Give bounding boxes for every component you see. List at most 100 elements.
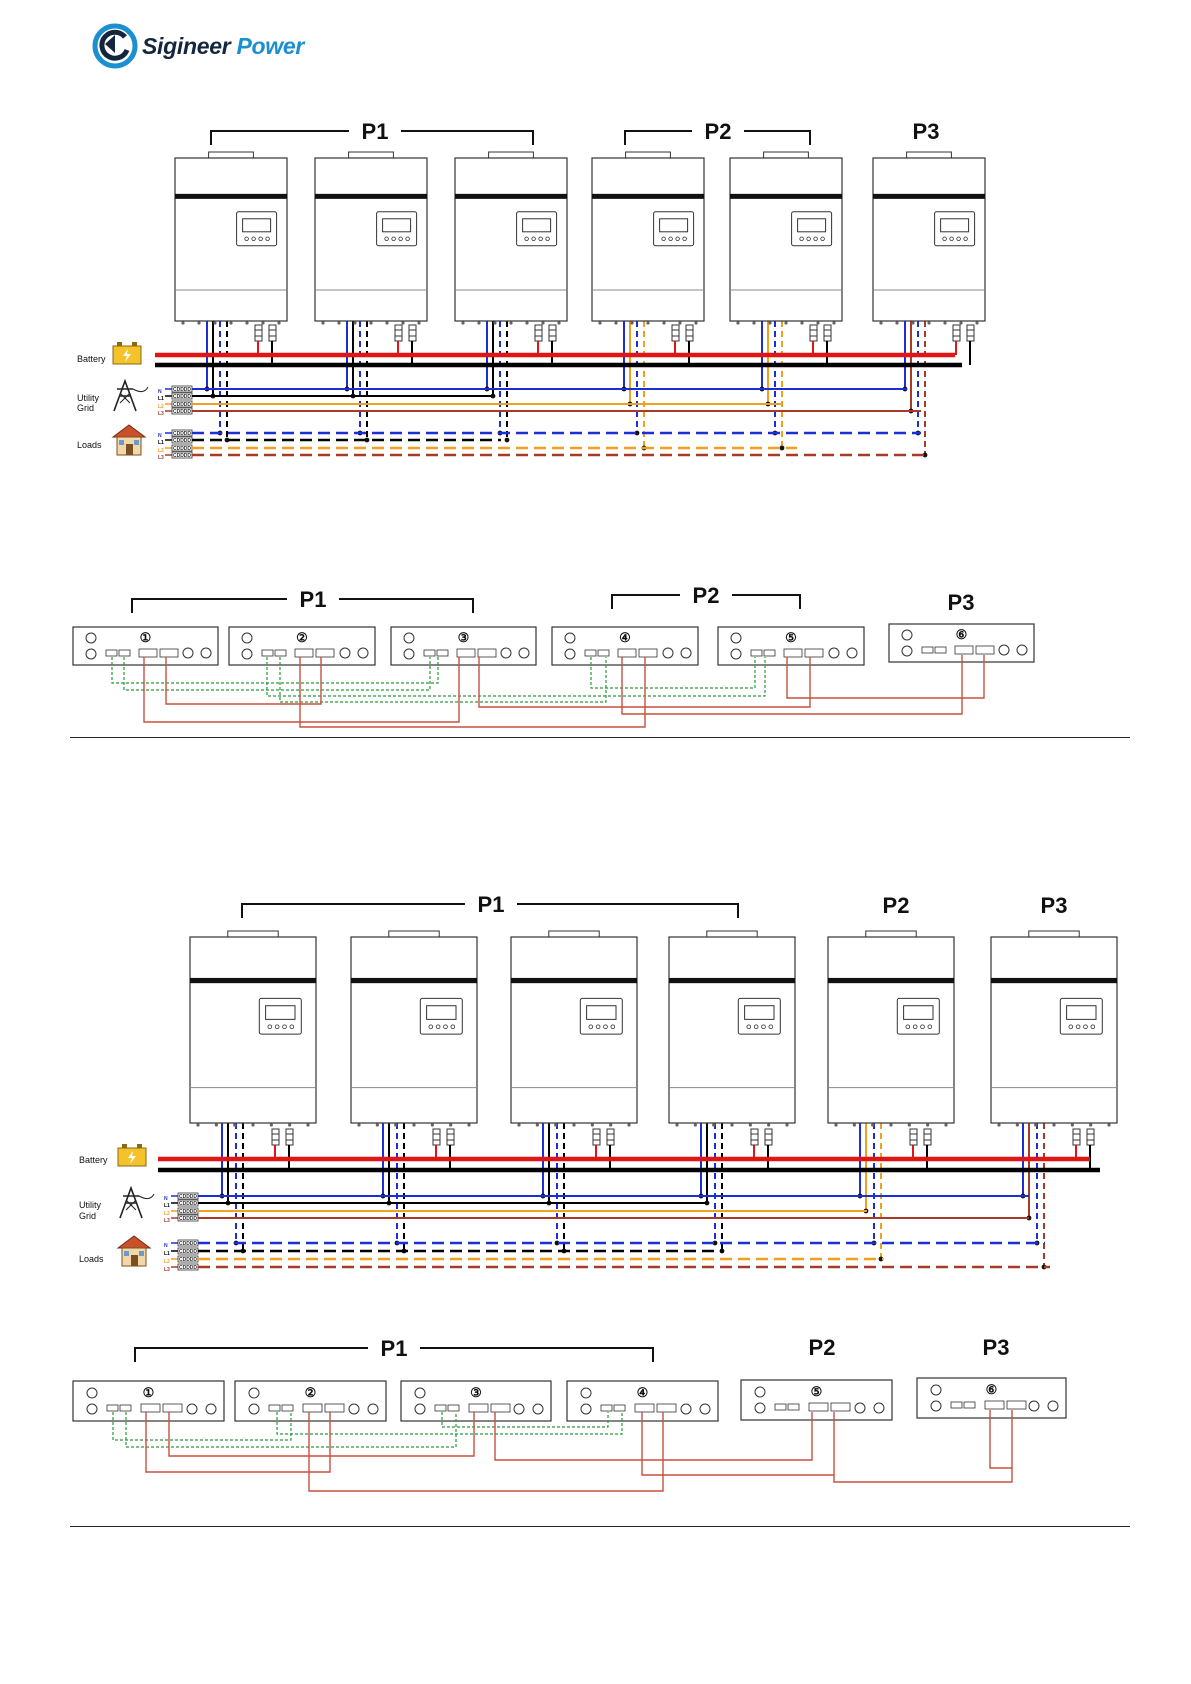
cable-gland bbox=[394, 1123, 397, 1126]
dc-breaker bbox=[810, 325, 817, 341]
dc-breaker bbox=[549, 325, 556, 341]
cable-gland bbox=[449, 1123, 452, 1126]
top-band bbox=[315, 194, 427, 199]
phase-label: N bbox=[164, 1196, 168, 1202]
mounting-bracket bbox=[907, 152, 952, 158]
loads-label: Loads bbox=[79, 1254, 104, 1264]
inverter-unit bbox=[669, 931, 795, 1127]
top-band bbox=[190, 978, 316, 983]
top-band bbox=[175, 194, 287, 199]
sync-port bbox=[1007, 1401, 1026, 1409]
terminal-block: L3CDDDD bbox=[164, 1264, 198, 1273]
dc-breaker bbox=[686, 325, 693, 341]
comm-port bbox=[120, 1405, 131, 1411]
comm-port bbox=[788, 1404, 799, 1410]
cable-gland bbox=[215, 1123, 218, 1126]
inverter-unit bbox=[991, 931, 1117, 1127]
sync-port bbox=[139, 649, 157, 657]
mounting-bracket bbox=[549, 931, 599, 937]
cable-gland bbox=[712, 1123, 715, 1126]
utility-label-2: Grid bbox=[79, 1211, 96, 1221]
lcd-screen bbox=[427, 1006, 456, 1020]
dc-breaker bbox=[910, 1129, 917, 1145]
phase-label: L2 bbox=[158, 404, 164, 410]
lcd-screen bbox=[523, 219, 551, 232]
dc-breaker bbox=[672, 325, 679, 341]
cable-gland bbox=[369, 321, 372, 324]
phase-label: L1 bbox=[164, 1251, 170, 1257]
cable-gland bbox=[785, 1123, 788, 1126]
cable-gland bbox=[197, 321, 200, 324]
cable-gland bbox=[337, 321, 340, 324]
cable-gland bbox=[1052, 1123, 1055, 1126]
phase-label: L3 bbox=[158, 411, 164, 417]
phase-label: L2 bbox=[164, 1259, 170, 1265]
cable-gland bbox=[1107, 1123, 1110, 1126]
group-label: P3 bbox=[983, 1335, 1010, 1360]
sync-port bbox=[635, 1404, 654, 1412]
cable-gland bbox=[412, 1123, 415, 1126]
unit-number: ③ bbox=[458, 630, 470, 645]
inverter-unit bbox=[511, 931, 637, 1127]
utility-pylon-icon bbox=[120, 1188, 154, 1218]
terminal-text: CDDDD bbox=[179, 1216, 197, 1222]
panels-b: P1P2P3①②③④⑤⑥ bbox=[73, 1335, 1066, 1491]
top-band bbox=[669, 978, 795, 983]
terminal-text: CDDDD bbox=[173, 387, 191, 393]
group-label: P3 bbox=[913, 119, 940, 144]
terminal-text: CDDDD bbox=[179, 1241, 197, 1247]
unit-number: ④ bbox=[619, 630, 631, 645]
utility-label-1: Utility bbox=[79, 1200, 101, 1210]
comm-port bbox=[437, 650, 448, 656]
comm-port bbox=[922, 647, 933, 653]
dc-breaker bbox=[824, 325, 831, 341]
cable-gland bbox=[353, 321, 356, 324]
dc-breaker bbox=[433, 1129, 440, 1145]
cable-gland bbox=[630, 321, 633, 324]
mounting-bracket bbox=[389, 931, 439, 937]
section-separator-2 bbox=[70, 1526, 1130, 1527]
inverter-unit bbox=[315, 152, 427, 325]
group-label: P1 bbox=[300, 587, 327, 612]
phase-label: L1 bbox=[158, 440, 164, 446]
cable-gland bbox=[572, 1123, 575, 1126]
sync-cable bbox=[990, 1410, 1012, 1468]
cable-gland bbox=[752, 321, 755, 324]
utility-label-1: Utility bbox=[77, 393, 99, 403]
unit-number: ⑥ bbox=[956, 627, 968, 642]
bracket-line bbox=[211, 131, 349, 145]
utility-label-2: Grid bbox=[77, 403, 94, 413]
inverter-unit bbox=[828, 931, 954, 1127]
cable-gland bbox=[853, 1123, 856, 1126]
dc-breaker bbox=[447, 1129, 454, 1145]
phase-label: L2 bbox=[164, 1211, 170, 1217]
panel-bracket-p1: P1 bbox=[135, 1336, 653, 1362]
junction-dot bbox=[491, 394, 496, 399]
lcd-screen bbox=[266, 1006, 295, 1020]
unit-number: ③ bbox=[470, 1385, 482, 1400]
section-separator-1 bbox=[70, 737, 1130, 738]
comm-port bbox=[964, 1402, 975, 1408]
cable-gland bbox=[385, 321, 388, 324]
cable-gland bbox=[591, 1123, 594, 1126]
cable-gland bbox=[181, 321, 184, 324]
bracket-line bbox=[517, 904, 738, 918]
cable-gland bbox=[357, 1123, 360, 1126]
cable-gland bbox=[245, 321, 248, 324]
bracket-line bbox=[625, 131, 692, 145]
lcd-screen bbox=[1067, 1006, 1096, 1020]
bracket-line bbox=[242, 904, 465, 918]
phase-label: N bbox=[164, 1243, 168, 1249]
cable-gland bbox=[694, 321, 697, 324]
terminal-text: CDDDD bbox=[173, 394, 191, 400]
phase-label: L3 bbox=[158, 455, 164, 461]
dc-breaker bbox=[286, 1129, 293, 1145]
sync-port bbox=[457, 649, 475, 657]
dc-breaker bbox=[255, 325, 262, 341]
unit-number: ④ bbox=[637, 1385, 649, 1400]
mounting-bracket bbox=[866, 931, 916, 937]
phase-label: N bbox=[158, 389, 162, 395]
sync-port bbox=[618, 649, 636, 657]
lcd-screen bbox=[941, 219, 969, 232]
mounting-bracket bbox=[707, 931, 757, 937]
